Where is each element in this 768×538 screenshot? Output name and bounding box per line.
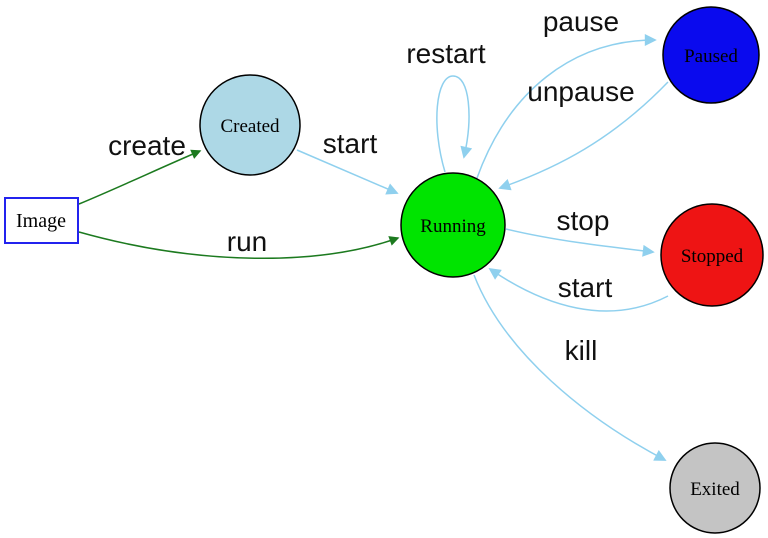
node-created: Created	[199, 74, 301, 176]
node-paused: Paused	[662, 6, 760, 104]
image-node-label: Image	[16, 210, 66, 232]
edge-label-kill: kill	[565, 335, 598, 366]
edge-start-created-running	[296, 149, 399, 195]
paused-node-circle	[662, 6, 760, 104]
edge-unpause	[498, 81, 669, 191]
edge-pause	[476, 34, 657, 179]
image-node-rect	[4, 197, 79, 244]
edge-run	[78, 231, 400, 260]
edge-label-unpause: unpause	[527, 76, 634, 107]
edge-label-start-stopped-running: start	[558, 272, 613, 303]
edge-stop	[505, 228, 655, 257]
running-node-circle	[400, 172, 506, 278]
exited-node-circle	[669, 442, 761, 534]
node-image: Image	[4, 197, 79, 244]
edge-restart-self-loop	[436, 75, 473, 173]
edge-start-stopped-running	[488, 267, 669, 312]
edge-label-restart: restart	[406, 38, 486, 69]
paused-node-label: Paused	[684, 46, 738, 67]
edge-create	[78, 149, 202, 205]
running-node-label: Running	[420, 216, 486, 237]
edge-label-create: create	[108, 130, 186, 161]
edge-label-stop: stop	[557, 205, 610, 236]
node-stopped: Stopped	[660, 203, 764, 307]
edge-label-pause: pause	[543, 6, 619, 37]
node-exited: Exited	[669, 442, 761, 534]
node-running: Running	[400, 172, 506, 278]
stopped-node-circle	[660, 203, 764, 307]
created-node-label: Created	[220, 116, 280, 137]
stopped-node-label: Stopped	[681, 246, 744, 267]
edge-label-start-created-running: start	[323, 128, 378, 159]
edge-label-run: run	[227, 226, 267, 257]
exited-node-label: Exited	[690, 479, 740, 500]
created-node-circle	[199, 74, 301, 176]
edge-kill	[473, 274, 667, 461]
